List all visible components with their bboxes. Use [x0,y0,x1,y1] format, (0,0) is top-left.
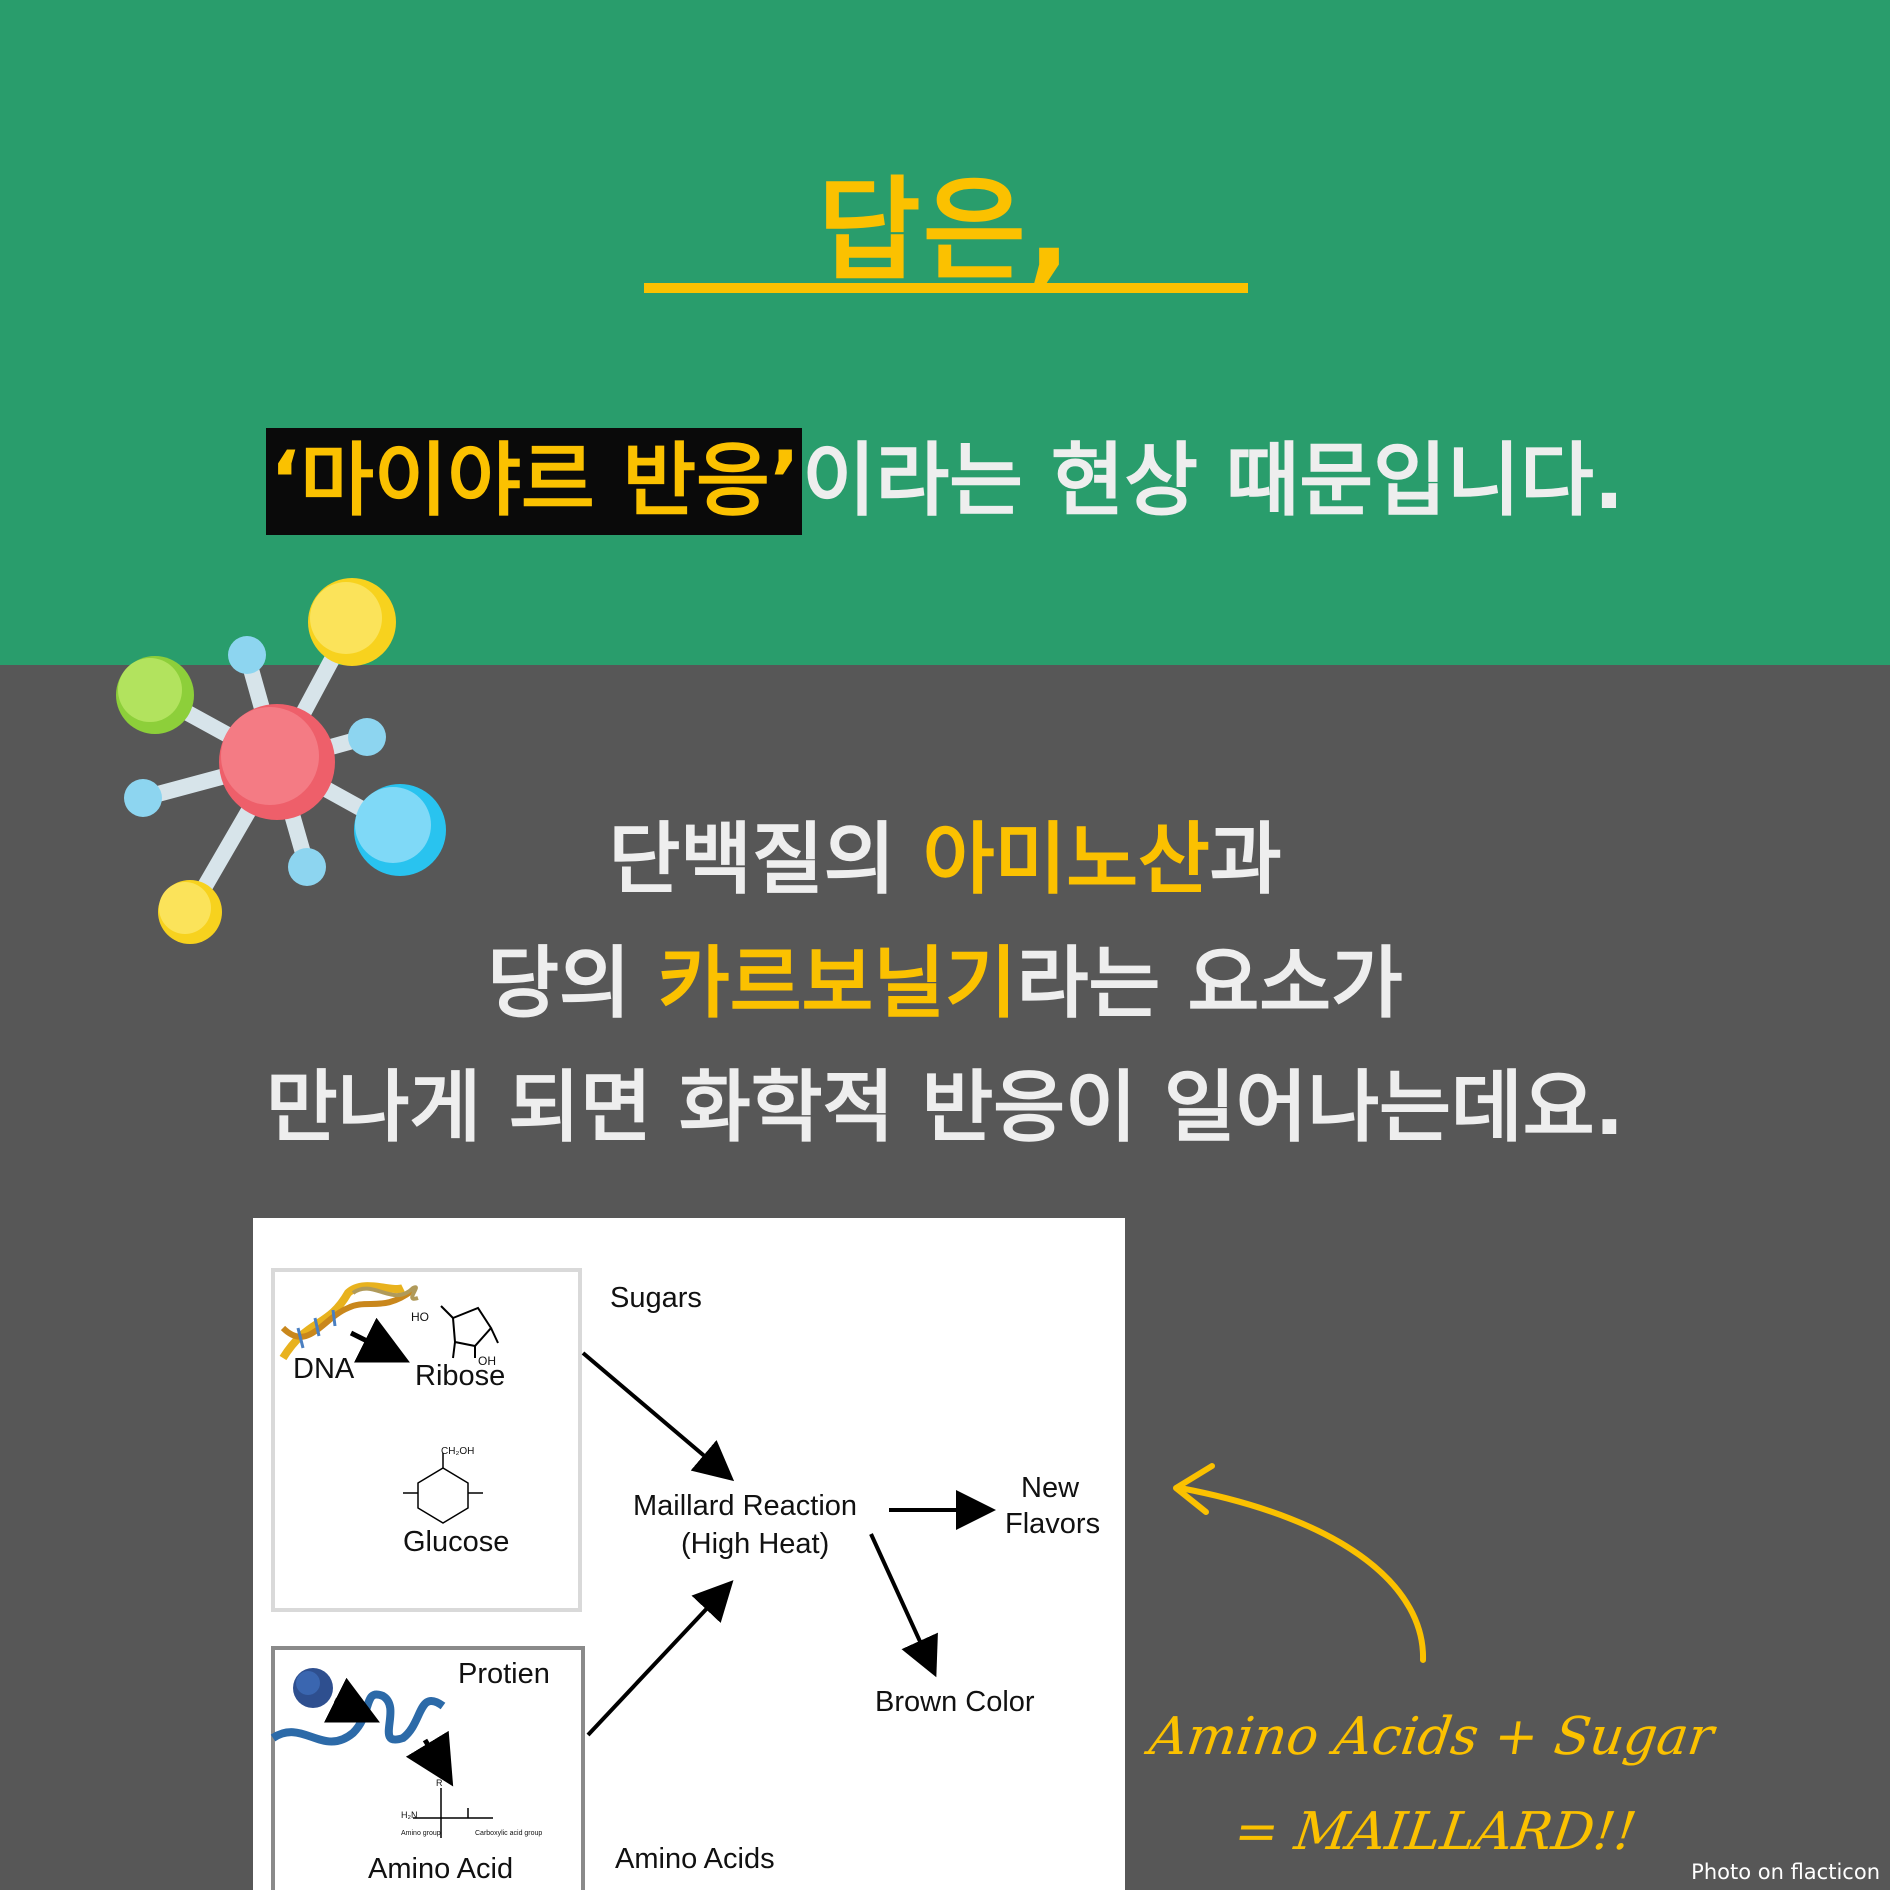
body-paragraph: 단백질의 아미노산과 당의 카르보닐기라는 요소가 만나게 되면 화학적 반응이… [0,798,1890,1170]
label-ch2oh: CH₂OH [441,1446,475,1457]
label-oh: OH [478,1354,496,1368]
body-line-2-a: 당의 [487,939,658,1029]
label-amino-group: Amino group [401,1830,441,1837]
header-section [0,0,1890,665]
subtitle-highlight: ‘마이야르 반응’ [265,428,803,535]
molecule-icon [116,578,446,944]
dna-icon [279,1282,419,1361]
label-ribose: Ribose [415,1360,506,1392]
label-new: New [1021,1472,1080,1504]
page-title: 답은, [817,166,1073,296]
label-flavors: Flavors [1005,1508,1101,1540]
label-glucose: Glucose [403,1526,510,1558]
subtitle-rest: 이라는 현상 때문입니다. [802,434,1625,527]
label-maillard-2: (High Heat) [681,1528,830,1560]
label-amino-acids: Amino Acids [615,1843,775,1875]
body-line-2-highlight: 카르보닐기 [657,939,1017,1029]
ribose-structure [440,1305,499,1359]
label-carboxylic: Carboxylic acid group [475,1830,543,1837]
body-line-1-a: 단백질의 [608,815,923,905]
body-line-1-highlight: 아미노산 [922,815,1210,905]
body-line-2-c: 라는 요소가 [1016,939,1403,1029]
body-line-1: 단백질의 아미노산과 [0,798,1890,922]
annotation-line-1: Amino Acids + Sugar [1145,1707,1718,1767]
annotation-arrow [1173,1463,1427,1663]
body-line-3: 만나게 되면 화학적 반응이 일어나는데요. [265,1063,1625,1153]
label-amino-acid: Amino Acid [368,1853,514,1885]
body-line-1-c: 과 [1209,815,1282,905]
photo-credit: Photo on flacticon [1691,1860,1880,1884]
label-brown-color: Brown Color [875,1686,1035,1718]
diagram-graphics [270,1268,996,1890]
label-ho: HO [411,1310,429,1324]
subtitle: ‘마이야르 반응’이라는 현상 때문입니다. [0,416,1890,535]
glucose-structure [403,1453,483,1524]
label-dna: DNA [293,1353,355,1385]
maillard-diagram: Sugars DNA Ribose Glucose Protien Amino … [253,1218,1125,1890]
label-h2n: H₂N [401,1810,418,1820]
label-maillard-1: Maillard Reaction [633,1490,858,1522]
annotation-line-2: = MAILLARD!! [1230,1802,1640,1862]
protein-icon [270,1668,446,1746]
label-sugars: Sugars [610,1282,702,1314]
label-r: R [436,1778,443,1788]
body-line-2: 당의 카르보닐기라는 요소가 [0,922,1890,1046]
label-protien: Protien [458,1658,550,1690]
title-underline [644,283,1248,293]
